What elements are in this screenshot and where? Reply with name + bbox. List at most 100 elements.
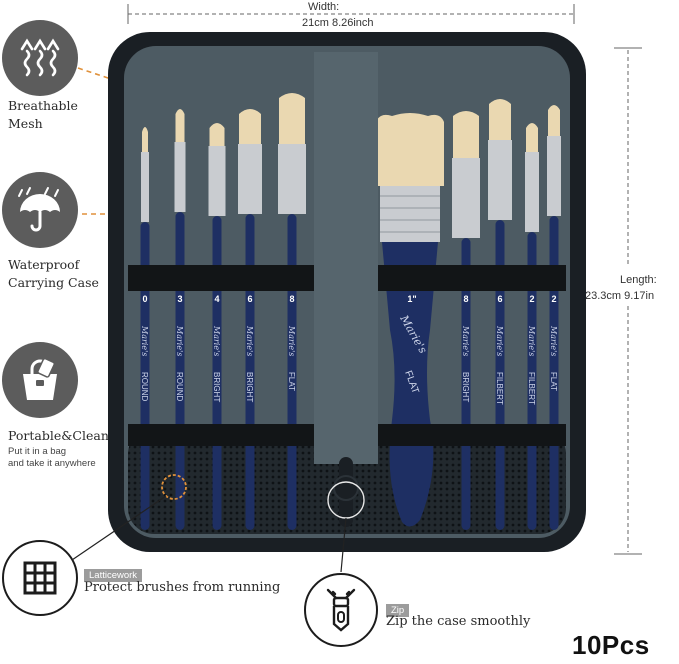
brush-type-label: FLAT bbox=[287, 372, 296, 391]
ferrule bbox=[380, 186, 440, 242]
strap-bottom-right bbox=[378, 424, 566, 446]
brush-type-label: ROUND bbox=[175, 372, 184, 402]
paint-brush-left-2 bbox=[208, 123, 226, 530]
strap-bottom-left bbox=[128, 424, 314, 446]
zip-tag: Zip bbox=[386, 598, 410, 617]
brush-type-label: ROUND bbox=[140, 372, 149, 402]
brush-size-label: 6 bbox=[497, 294, 502, 304]
zipper-pull[interactable] bbox=[333, 475, 359, 501]
strap-top-right bbox=[378, 265, 566, 291]
brush-type-label: FLAT bbox=[549, 372, 558, 391]
handle bbox=[527, 232, 537, 530]
paint-brush-right-3 bbox=[547, 105, 561, 530]
zipper-icon bbox=[304, 573, 378, 647]
ferrule bbox=[452, 158, 480, 238]
brush-brand-label: Marie's bbox=[175, 325, 184, 356]
bristle bbox=[376, 113, 444, 186]
brush-brand-label: Marie's bbox=[140, 325, 149, 356]
ferrule bbox=[547, 136, 561, 216]
brush-layer bbox=[140, 93, 561, 530]
bristle bbox=[175, 109, 185, 142]
paint-brush-right-2 bbox=[525, 123, 539, 530]
handle bbox=[382, 242, 438, 527]
paint-brush-right-1 bbox=[488, 99, 512, 530]
brush-size-label: 0 bbox=[142, 294, 147, 304]
brush-brand-label: Marie's bbox=[527, 325, 536, 356]
bristle bbox=[548, 105, 560, 136]
handle bbox=[212, 216, 222, 530]
bristle bbox=[279, 93, 305, 144]
brush-size-label: 8 bbox=[289, 294, 294, 304]
brush-brand-label: Marie's bbox=[245, 325, 254, 356]
brush-size-label: 2 bbox=[529, 294, 534, 304]
width-value: 21cm 8.26inch bbox=[302, 17, 374, 29]
brush-type-label: BRIGHT bbox=[212, 372, 221, 402]
latticework-tag: Latticework bbox=[84, 563, 143, 582]
brush-type-label: FILBERT bbox=[527, 372, 536, 405]
handle bbox=[140, 222, 150, 530]
bristle bbox=[142, 127, 148, 152]
handle bbox=[245, 214, 255, 530]
brush-brand-label: Marie's bbox=[287, 325, 296, 356]
brush-size-label: 4 bbox=[214, 294, 219, 304]
paint-brush-left-3 bbox=[238, 109, 262, 530]
brush-size-label: 3 bbox=[177, 294, 182, 304]
length-value: 23.3cm 9.17in bbox=[585, 290, 655, 302]
handle bbox=[549, 216, 559, 530]
portable-sublabel: Put it in a bag and take it anywhere bbox=[8, 446, 96, 469]
portable-label: Portable&Clean bbox=[8, 428, 109, 443]
brush-brand-label: Marie's bbox=[461, 325, 470, 356]
brush-brand-label: Marie's bbox=[549, 325, 558, 356]
ferrule bbox=[525, 152, 539, 232]
handle bbox=[287, 214, 297, 530]
length-label: Length: bbox=[620, 274, 657, 286]
bristle bbox=[239, 109, 261, 144]
pieces-count: 10Pcs bbox=[572, 630, 650, 660]
bristle bbox=[526, 123, 538, 152]
paint-brush-right-0 bbox=[452, 111, 480, 530]
brush-size-label: 6 bbox=[247, 294, 252, 304]
handbag-icon bbox=[2, 342, 78, 418]
ferrule bbox=[208, 146, 226, 216]
grid-icon bbox=[2, 540, 78, 616]
brush-size-label: 2 bbox=[551, 294, 556, 304]
handle bbox=[495, 220, 505, 530]
brush-type-label: FILBERT bbox=[495, 372, 504, 405]
bristle bbox=[453, 111, 479, 158]
center-flap bbox=[314, 52, 378, 464]
bristle bbox=[489, 99, 511, 140]
brush-type-label: BRIGHT bbox=[245, 372, 254, 402]
mesh-highlight-circle bbox=[161, 474, 187, 500]
ferrule bbox=[238, 144, 262, 214]
umbrella-icon bbox=[2, 172, 78, 248]
brush-size-label: 8 bbox=[463, 294, 468, 304]
brush-brand-label: Marie's bbox=[495, 325, 504, 356]
handle bbox=[175, 212, 185, 530]
paint-brush-left-4 bbox=[278, 93, 306, 530]
ferrule bbox=[278, 144, 306, 214]
brush-size-label: 1" bbox=[407, 294, 416, 304]
ferrule bbox=[141, 152, 149, 222]
ferrule bbox=[174, 142, 186, 212]
bristle bbox=[209, 123, 225, 146]
zip-desc: Zip the case smoothly bbox=[386, 614, 531, 629]
paint-brush-left-0 bbox=[140, 127, 150, 530]
handle bbox=[461, 238, 471, 530]
paint-brush-left-1 bbox=[174, 109, 186, 530]
brush-type-label: BRIGHT bbox=[461, 372, 470, 402]
latticework-desc: Protect brushes from running bbox=[84, 580, 281, 595]
breathable-label: Breathable Mesh bbox=[8, 98, 78, 131]
ferrule bbox=[488, 140, 512, 220]
brush-brand-label: Marie's bbox=[212, 325, 221, 356]
breathable-mesh-icon bbox=[2, 20, 78, 96]
